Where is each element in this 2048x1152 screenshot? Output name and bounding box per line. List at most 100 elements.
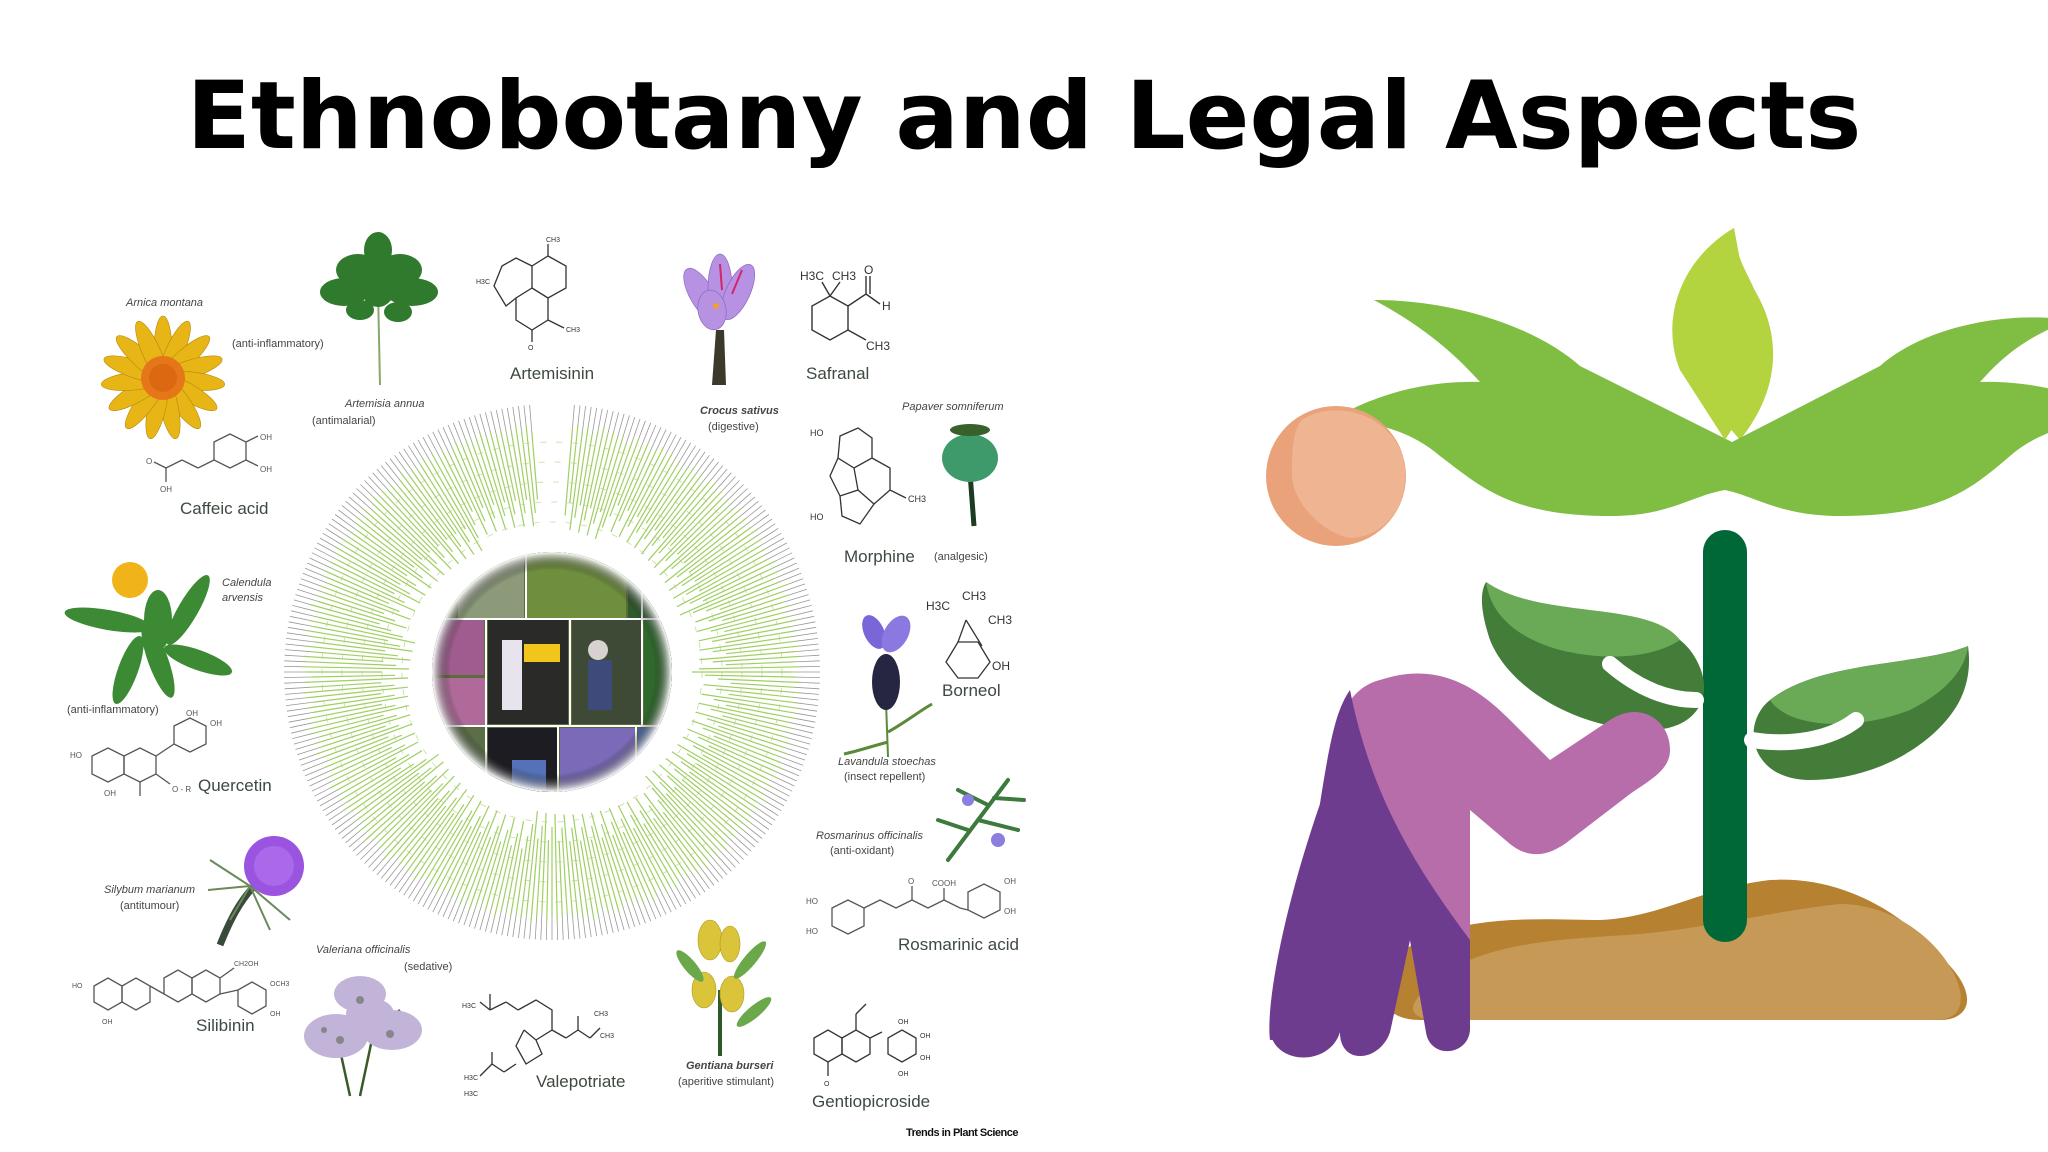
svg-text:OH: OH	[104, 789, 116, 798]
svg-text:OH: OH	[1004, 877, 1016, 886]
use-label: (antimalarial)	[312, 415, 376, 427]
svg-text:CH3: CH3	[546, 237, 560, 244]
svg-text:H3C: H3C	[464, 1075, 478, 1082]
use-label: (insect repellent)	[844, 771, 926, 783]
svg-text:HO: HO	[810, 512, 824, 522]
svg-text:OH: OH	[210, 719, 222, 728]
calendula-plant-image	[64, 562, 233, 705]
valerian-flower-image	[304, 976, 422, 1097]
rosmarinic-acid-structure: HO HO O COOH OH OH	[806, 877, 1016, 936]
silibinin-structure: HO OH CH2OH OCH3 OH	[72, 961, 290, 1026]
species-label: Lavandula stoechas	[838, 756, 936, 768]
leaf-crown	[1330, 228, 2048, 516]
use-label: (sedative)	[404, 961, 453, 973]
compound-label: Silibinin	[196, 1016, 255, 1035]
svg-text:H3C: H3C	[800, 269, 824, 283]
svg-text:O: O	[864, 263, 873, 277]
species-label: Silybum marianum	[104, 884, 196, 896]
svg-text:OH: OH	[160, 485, 172, 494]
compound-label: Rosmarinic acid	[898, 935, 1019, 954]
species-label: arvensis	[222, 592, 263, 604]
svg-text:CH2OH: CH2OH	[234, 961, 259, 968]
species-label: Crocus sativus	[700, 405, 779, 417]
side-leaf-left	[1481, 582, 1705, 730]
svg-text:H3C: H3C	[462, 1003, 476, 1010]
use-label: (anti-inflammatory)	[232, 338, 324, 350]
svg-text:CH3: CH3	[600, 1033, 614, 1040]
side-leaf-right	[1744, 646, 1970, 780]
use-label: (analgesic)	[934, 551, 988, 563]
gentiopicroside-structure: OH OH OH OH O	[813, 1003, 931, 1088]
crocus-flower-image	[683, 253, 756, 385]
compound-label: Artemisinin	[510, 364, 595, 383]
photo-collage	[432, 552, 672, 792]
svg-text:CH3: CH3	[832, 269, 856, 283]
svg-text:OH: OH	[270, 1011, 281, 1018]
compound-label: Borneol	[942, 681, 1001, 700]
species-label: Papaver somniferum	[902, 401, 1004, 413]
species-label: Rosmarinus officinalis	[816, 830, 923, 842]
svg-text:O: O	[146, 457, 152, 466]
svg-text:COOH: COOH	[932, 879, 956, 888]
species-label: Arnica montana	[126, 297, 204, 309]
svg-text:OH: OH	[898, 1019, 909, 1026]
soil-mound	[1379, 879, 1968, 1020]
valepotriate-structure: H3C CH3 CH3 H3C H3C	[462, 994, 614, 1098]
compound-label: Caffeic acid	[180, 499, 269, 518]
svg-text:OH: OH	[102, 1019, 113, 1026]
safranal-structure: H3C CH3 O H CH3	[800, 263, 891, 353]
svg-text:HO: HO	[806, 927, 818, 936]
svg-text:CH3: CH3	[866, 339, 890, 353]
gentian-flower-image	[676, 919, 772, 1056]
svg-text:OCH3: OCH3	[270, 981, 290, 988]
svg-text:OH: OH	[920, 1055, 931, 1062]
person-head	[1266, 406, 1406, 546]
svg-text:CH3: CH3	[566, 327, 580, 334]
svg-text:OH: OH	[260, 433, 272, 442]
lavender-flower-image	[843, 615, 933, 758]
plant-stem	[1703, 530, 1747, 942]
svg-text:H3C: H3C	[476, 279, 490, 286]
svg-text:OH: OH	[920, 1033, 931, 1040]
svg-text:HO: HO	[810, 428, 824, 438]
page-title: Ethnobotany and Legal Aspects	[186, 62, 1862, 171]
poppy-pod-image	[942, 424, 998, 527]
use-label: (aperitive stimulant)	[678, 1076, 774, 1088]
svg-text:H3C: H3C	[926, 599, 950, 613]
use-label: (anti-oxidant)	[830, 845, 895, 857]
svg-text:CH3: CH3	[962, 589, 986, 603]
artemisinin-structure: CH3 H3C CH3 O	[476, 237, 580, 352]
species-label: Calendula	[222, 577, 272, 589]
figure-credit: Trends in Plant Science	[906, 1127, 1019, 1139]
use-label: (anti-inflammatory)	[67, 704, 159, 716]
species-label: Artemisia annua	[345, 398, 425, 410]
svg-text:OH: OH	[898, 1071, 909, 1078]
morphine-structure: HO HO CH3	[810, 427, 926, 525]
svg-text:CH3: CH3	[594, 1011, 608, 1018]
use-label: (digestive)	[708, 421, 759, 433]
person-with-plant-illustration	[1266, 228, 2048, 1058]
svg-text:OH: OH	[992, 659, 1010, 673]
arnica-flower-image	[101, 315, 225, 439]
svg-text:O: O	[824, 1081, 830, 1088]
caffeic-acid-structure: OH OH O OH	[146, 433, 272, 494]
person-figure	[1269, 673, 1670, 1058]
species-label: Valeriana officinalis	[316, 944, 411, 956]
svg-text:CH3: CH3	[988, 613, 1012, 627]
compound-label: Gentiopicroside	[812, 1092, 931, 1111]
svg-text:O: O	[528, 345, 534, 352]
svg-text:H: H	[882, 299, 891, 313]
svg-text:O: O	[908, 877, 914, 886]
compound-label: Safranal	[806, 364, 870, 383]
artemisia-plant-image	[320, 232, 438, 386]
species-label: Gentiana burseri	[686, 1060, 774, 1072]
svg-text:O - R: O - R	[172, 785, 191, 794]
svg-text:HO: HO	[72, 983, 83, 990]
compound-label: Valepotriate	[536, 1072, 626, 1091]
compound-label: Quercetin	[198, 776, 272, 795]
compound-label: Morphine	[844, 547, 915, 566]
svg-text:CH3: CH3	[908, 494, 926, 504]
svg-text:OH: OH	[1004, 907, 1016, 916]
milk-thistle-image	[207, 836, 304, 947]
svg-text:OH: OH	[260, 465, 272, 474]
